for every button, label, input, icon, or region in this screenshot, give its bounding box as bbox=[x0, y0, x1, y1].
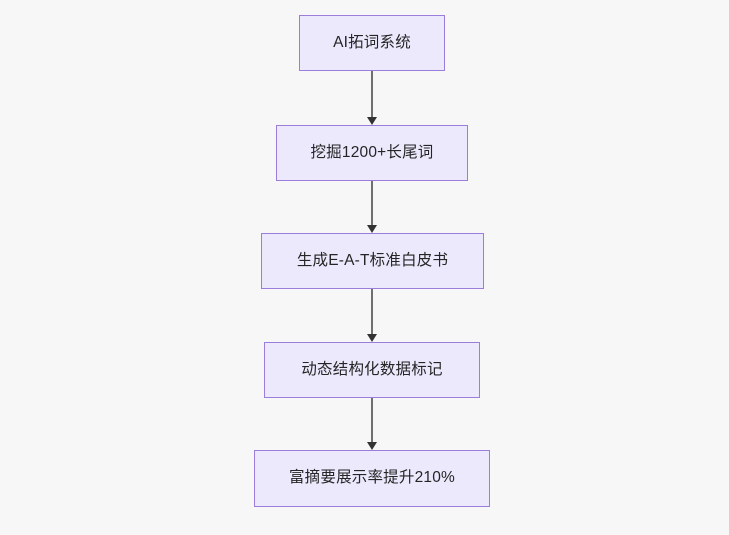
edge-node4-to-node5 bbox=[367, 398, 377, 450]
flowchart-node-ai-keyword-system[interactable]: AI拓词系统 bbox=[299, 15, 445, 71]
arrowhead-icon bbox=[367, 334, 377, 342]
edge-node1-to-node2 bbox=[367, 71, 377, 125]
node-label: 挖掘1200+长尾词 bbox=[310, 143, 434, 161]
node-label: 生成E-A-T标准白皮书 bbox=[296, 251, 449, 269]
edge-line bbox=[371, 398, 373, 442]
edge-node2-to-node3 bbox=[367, 181, 377, 233]
flowchart-node-rich-snippet-rate-increase[interactable]: 富摘要展示率提升210% bbox=[254, 450, 490, 507]
edge-node3-to-node4 bbox=[367, 289, 377, 342]
edge-line bbox=[371, 71, 373, 117]
flowchart-node-mine-longtail-keywords[interactable]: 挖掘1200+长尾词 bbox=[276, 125, 468, 181]
node-label: AI拓词系统 bbox=[333, 33, 411, 51]
arrowhead-icon bbox=[367, 225, 377, 233]
edge-line bbox=[371, 181, 373, 225]
flowchart-node-dynamic-structured-data-markup[interactable]: 动态结构化数据标记 bbox=[264, 342, 480, 398]
flowchart-node-generate-eat-whitepaper[interactable]: 生成E-A-T标准白皮书 bbox=[261, 233, 484, 289]
arrowhead-icon bbox=[367, 117, 377, 125]
node-label: 动态结构化数据标记 bbox=[301, 360, 443, 378]
edge-line bbox=[371, 289, 373, 334]
arrowhead-icon bbox=[367, 442, 377, 450]
node-label: 富摘要展示率提升210% bbox=[288, 469, 456, 487]
